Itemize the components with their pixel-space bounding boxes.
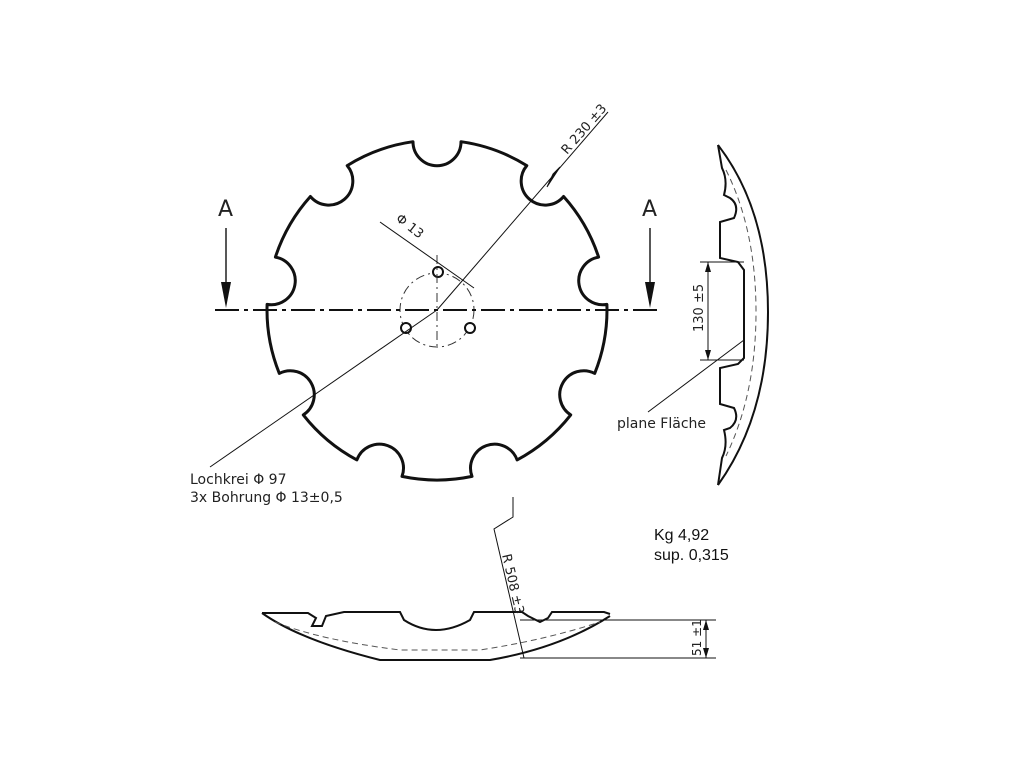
- bore-label: 3x Bohrung Φ 13±0,5: [190, 490, 343, 506]
- radius-leader-line: [436, 111, 609, 311]
- weight-label: Kg 4,92: [654, 527, 709, 544]
- bolt-circle-label: Lochkrei Φ 97: [190, 472, 286, 488]
- disc-outline: [265, 140, 609, 482]
- bolt-hole: [432, 266, 444, 278]
- bolt-hole: [464, 322, 476, 334]
- section-arrow-left-head: [221, 282, 231, 308]
- hole-diameter-label: Φ 13: [393, 211, 427, 242]
- side-hidden-profile: [725, 169, 757, 457]
- dish-hidden-edge: [274, 621, 601, 651]
- flat-face-label: plane Fläche: [617, 416, 706, 432]
- radius-label: R 230 ±3: [559, 102, 611, 158]
- flat-face-leader: [647, 339, 745, 413]
- depth-label: 51 ±1: [690, 619, 704, 656]
- dish-upper-edge: [262, 611, 611, 631]
- dish-lower-edge: [261, 612, 611, 661]
- radius-arrowhead: [546, 166, 561, 188]
- radius-dimension: R 230 ±3: [436, 102, 611, 311]
- bolt-circle-callout: Lochkrei Φ 97 3x Bohrung Φ 13±0,5: [190, 309, 438, 506]
- side-outer-profile: [717, 144, 770, 486]
- bolt-circle-leader: [209, 309, 438, 468]
- section-arrow-right-head: [645, 282, 655, 308]
- hole-diameter-dimension: Φ 13: [379, 211, 475, 289]
- side-section-view: 130 ±5 plane Fläche: [617, 144, 770, 486]
- side-inner-profile: [717, 144, 745, 486]
- section-marker-left: A: [218, 197, 233, 222]
- depth-arrow-top: [703, 620, 709, 630]
- sphere-radius-label: R 508 ±3: [498, 553, 526, 616]
- depth-arrow-bottom: [703, 648, 709, 658]
- hole-leader-line: [379, 221, 475, 289]
- sphere-radius-leader: [493, 497, 525, 659]
- face-height-arrow-bottom: [705, 350, 711, 360]
- face-height-arrow-top: [705, 262, 711, 272]
- face-height-label: 130 ±5: [692, 284, 707, 332]
- bottom-profile-view: R 508 ±3 51 ±1: [261, 497, 716, 661]
- surface-label: sup. 0,315: [654, 547, 729, 564]
- section-marker-right: A: [642, 197, 657, 222]
